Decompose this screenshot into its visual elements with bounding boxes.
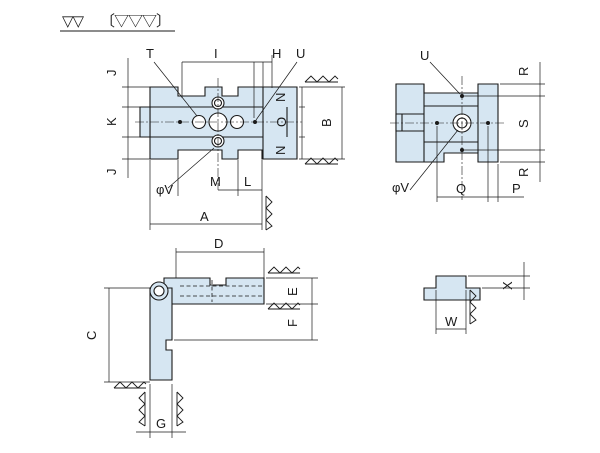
assembly-arm: [163, 277, 265, 305]
assembly-view: D E F C G: [84, 236, 318, 438]
side-label-S: S: [516, 119, 531, 128]
front-label-H: H: [272, 46, 281, 61]
asm-finish-top: [267, 266, 301, 274]
front-label-N-bottom: N: [273, 146, 288, 155]
side-view-notch: [395, 113, 403, 132]
asm-label-E: E: [285, 287, 300, 296]
front-label-T: T: [146, 46, 154, 61]
asm-finish-mid: [267, 302, 301, 310]
finish-other-symbol: 〔▽▽▽〕: [100, 13, 170, 30]
side-label-U: U: [420, 48, 429, 63]
front-label-U: U: [296, 46, 305, 61]
side-label-P: P: [512, 181, 521, 196]
asm-finish-bottom: [113, 381, 147, 389]
asm-finish-right: [176, 391, 184, 427]
front-finish-right: [265, 195, 273, 231]
front-label-N-top: N: [273, 93, 288, 102]
front-label-K: K: [104, 117, 119, 126]
asm-label-G: G: [156, 416, 166, 431]
side-view: U R S R φV Q P: [390, 48, 545, 202]
small-label-W: W: [445, 314, 458, 329]
front-label-B: B: [319, 118, 334, 127]
side-leader-V: [409, 129, 459, 191]
assembly-hinge-inner: [153, 285, 165, 297]
leader-T: [153, 61, 198, 117]
small-label-X: X: [500, 281, 515, 290]
front-label-L: L: [244, 174, 251, 189]
small-view: X W: [423, 262, 530, 334]
front-label-I: I: [214, 46, 218, 61]
surface-finish-legend: ▽▽ 〔▽▽▽〕: [60, 13, 175, 32]
front-label-O: O: [274, 117, 289, 127]
front-label-J-bottom: J: [104, 169, 119, 176]
small-finish: [469, 289, 477, 325]
side-tap-bottom: [460, 148, 464, 152]
front-finish-bottom: [304, 157, 339, 165]
small-view-body: [423, 275, 481, 301]
asm-label-D: D: [214, 236, 223, 251]
front-label-A: A: [200, 209, 209, 224]
front-finish-top: [304, 75, 339, 83]
front-view: T I H U J K J N O N B φV M L A: [104, 46, 345, 231]
side-leader-U: [429, 61, 461, 95]
leader-U: [255, 61, 298, 121]
side-label-R-top: R: [516, 67, 531, 76]
asm-finish-left: [138, 391, 146, 427]
front-label-M: M: [210, 174, 221, 189]
leader-V: [167, 147, 215, 189]
side-label-R-bottom: R: [516, 168, 531, 177]
assembly-post: [149, 287, 173, 381]
asm-label-C: C: [84, 331, 99, 340]
front-label-J-top: J: [104, 70, 119, 77]
finish-basic-symbol: ▽▽: [62, 13, 85, 30]
side-label-V: φV: [392, 180, 409, 195]
side-label-Q: Q: [456, 181, 466, 196]
front-label-V: φV: [156, 182, 173, 197]
asm-label-F: F: [285, 319, 300, 327]
